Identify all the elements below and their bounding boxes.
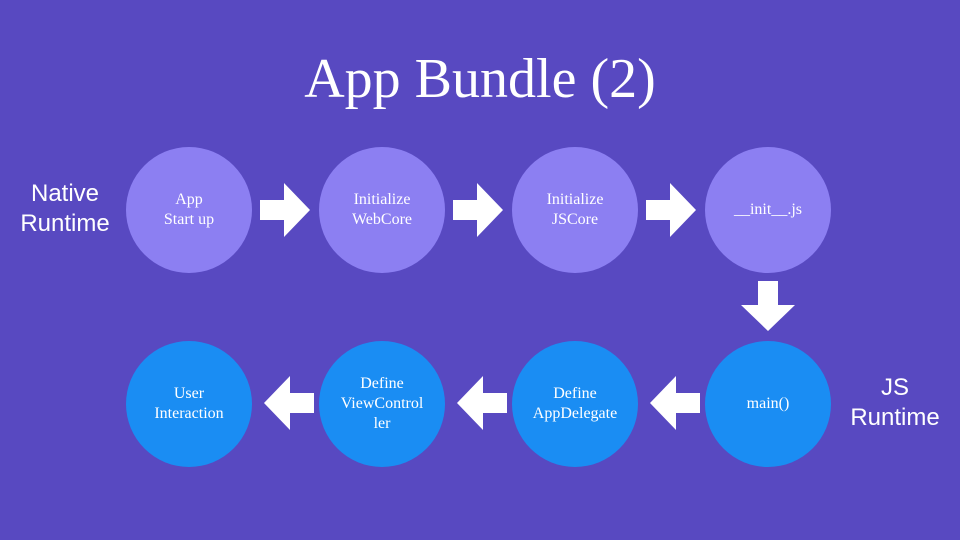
arrow-right-icon (453, 183, 503, 237)
node-user-interaction-line1: User (173, 385, 205, 402)
node-define-viewcontroller: Define ViewControl ler (319, 341, 445, 467)
node-main: main() (705, 341, 831, 467)
node-define-viewcontroller-line2: ViewControl (340, 395, 424, 412)
node-define-viewcontroller-line1: Define (360, 375, 404, 392)
node-app-startup-line2: Start up (163, 211, 215, 228)
node-initialize-jscore-line2: JSCore (551, 211, 599, 228)
js-runtime-label: JS Runtime (840, 373, 950, 433)
arrow-left-icon (457, 376, 507, 430)
node-initialize-webcore-line1: Initialize (353, 191, 411, 208)
node-user-interaction: User Interaction (126, 341, 252, 467)
node-define-appdelegate-line2: AppDelegate (532, 405, 618, 422)
node-define-appdelegate-line1: Define (553, 385, 597, 402)
node-app-startup: App Start up (126, 147, 252, 273)
node-define-viewcontroller-line3: ler (373, 415, 391, 432)
node-user-interaction-line2: Interaction (154, 405, 224, 422)
node-init-js-line1: __init__.js (733, 201, 802, 218)
native-runtime-label-line2: Runtime (20, 210, 110, 237)
arrow-left-icon (264, 376, 314, 430)
node-initialize-webcore: Initialize WebCore (319, 147, 445, 273)
js-runtime-label-line2: Runtime (850, 404, 940, 431)
node-initialize-jscore: Initialize JSCore (512, 147, 638, 273)
arrow-right-icon (260, 183, 310, 237)
node-main-line1: main() (746, 395, 790, 412)
slide-title: App Bundle (2) (304, 48, 656, 110)
js-runtime-label-line1: JS (880, 374, 909, 401)
arrow-right-icon (646, 183, 696, 237)
native-runtime-label-line1: Native (30, 180, 100, 207)
native-runtime-label: Native Runtime (10, 179, 120, 239)
arrow-down-icon (741, 281, 795, 331)
node-app-startup-line1: App (175, 191, 203, 208)
arrow-left-icon (650, 376, 700, 430)
node-init-js: __init__.js (705, 147, 831, 273)
node-initialize-jscore-line1: Initialize (546, 191, 604, 208)
node-define-appdelegate: Define AppDelegate (512, 341, 638, 467)
node-initialize-webcore-line2: WebCore (351, 211, 413, 228)
